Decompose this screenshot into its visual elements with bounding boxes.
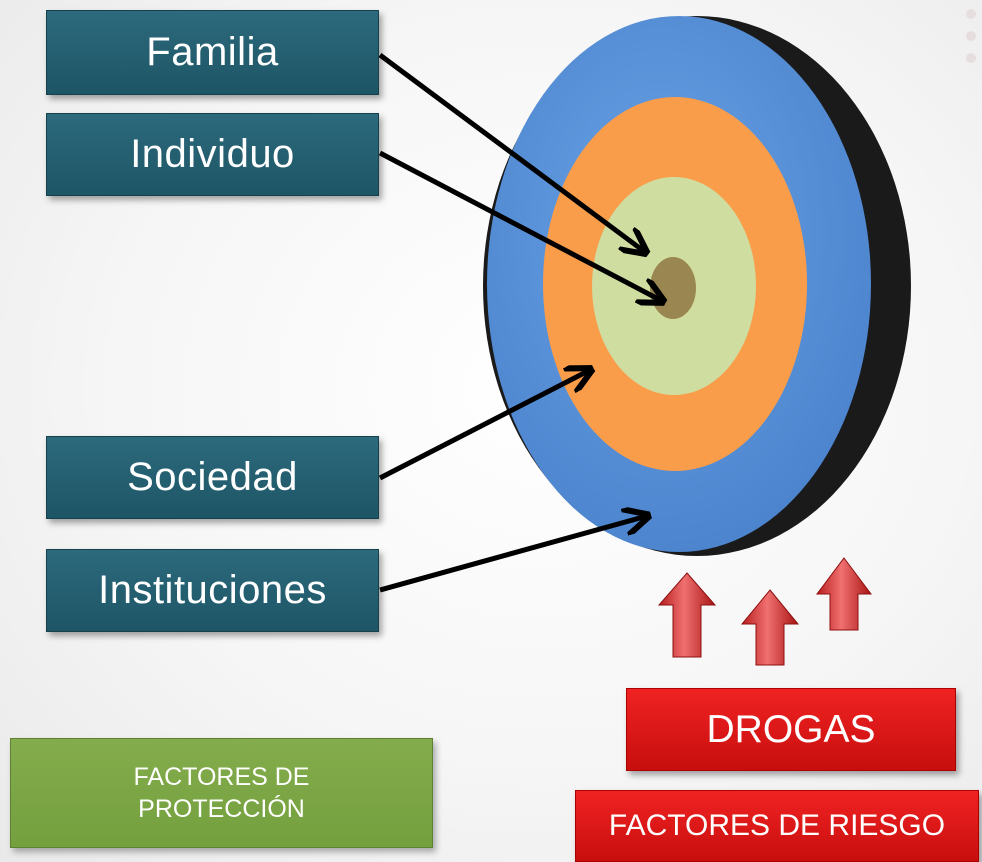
target-bullseye: [650, 257, 696, 319]
arrow-sociedad: [378, 370, 590, 481]
label-individuo: Individuo: [46, 113, 379, 196]
factores-proteccion-box: FACTORES DE PROTECCIÓN: [10, 738, 433, 848]
watermark-dots: [966, 9, 976, 63]
label-familia-text: Familia: [146, 30, 279, 74]
drogas-box: DROGAS: [626, 688, 956, 771]
label-familia: Familia: [46, 10, 379, 95]
arrow-individuo: [378, 150, 662, 301]
arrow-instituciones: [379, 516, 647, 593]
risk-arrow-middle-icon: [740, 589, 800, 666]
label-sociedad-text: Sociedad: [127, 455, 298, 499]
label-sociedad: Sociedad: [46, 436, 379, 519]
drogas-text: DROGAS: [706, 707, 876, 751]
label-instituciones-text: Instituciones: [98, 568, 327, 612]
risk-arrow-right-icon: [816, 557, 872, 631]
risk-arrow-left-icon: [657, 572, 717, 658]
label-individuo-text: Individuo: [130, 132, 295, 176]
factores-riesgo-box: FACTORES DE RIESGO: [575, 790, 979, 862]
factores-riesgo-text: FACTORES DE RIESGO: [608, 809, 946, 842]
label-instituciones: Instituciones: [46, 549, 379, 632]
arrow-familia: [378, 52, 645, 252]
factores-proteccion-text: FACTORES DE PROTECCIÓN: [133, 763, 310, 823]
